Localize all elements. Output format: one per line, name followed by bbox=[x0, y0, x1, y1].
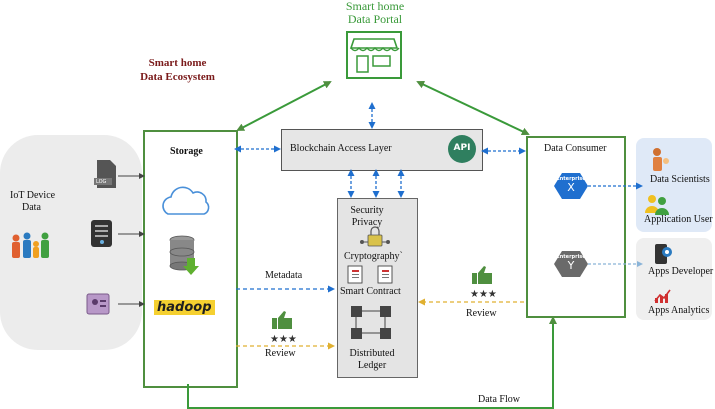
hadoop-logo: hadoop bbox=[154, 300, 215, 315]
data-consumer-box bbox=[526, 136, 626, 318]
review-right-label: Review bbox=[466, 308, 497, 319]
cryptography-icon bbox=[360, 226, 390, 247]
cloud-icon bbox=[162, 186, 210, 215]
security-line1: Security bbox=[350, 205, 384, 216]
api-icon bbox=[448, 135, 476, 163]
security-title: Security Privacy bbox=[337, 205, 397, 229]
family-icon bbox=[12, 232, 49, 258]
ecosystem-title-line2: Data Ecosystem bbox=[140, 71, 215, 83]
cryptography-label: Cryptography` bbox=[344, 251, 403, 262]
ecosystem-title: Smart home Data Ecosystem bbox=[120, 56, 235, 84]
ledger-line1: Distributed bbox=[349, 348, 395, 359]
enterprise-x-icon bbox=[554, 173, 588, 199]
application-user-label: Application User bbox=[644, 214, 713, 225]
thumbs-up-icon: ★★★ bbox=[470, 266, 497, 300]
enterprise-y-icon bbox=[554, 251, 588, 277]
portal-storage-link bbox=[236, 81, 332, 131]
consumer-title: Data Consumer bbox=[544, 143, 607, 154]
storage-box bbox=[143, 130, 238, 388]
iot-title: IoT Device Data bbox=[10, 190, 55, 214]
data-flow-label: Data Flow bbox=[478, 394, 520, 405]
smart-contract-label: Smart Contract bbox=[340, 286, 401, 297]
enterprise-x-letter: X bbox=[567, 181, 575, 194]
enterprise-x-label: Enterprise X bbox=[554, 176, 588, 194]
enterprise-y-label: Enterprise Y bbox=[554, 254, 588, 272]
apps-developer-icon bbox=[655, 244, 672, 264]
iot-title-line1: IoT Device bbox=[10, 190, 56, 201]
enterprise-x-text: Enterprise bbox=[556, 176, 586, 182]
data-scientists-label: Data Scientists bbox=[650, 174, 710, 185]
apps-developer-label: Apps Developer bbox=[648, 266, 714, 277]
sensor-device-icon bbox=[91, 220, 112, 247]
security-line2: Privacy bbox=[351, 217, 383, 228]
portal-title-line1: Smart home bbox=[345, 0, 405, 13]
iot-title-line2: Data bbox=[22, 202, 41, 213]
data-flow-link bbox=[187, 316, 557, 409]
storage-title: Storage bbox=[170, 146, 203, 157]
application-user-icon bbox=[645, 195, 669, 215]
consumer-top-panel bbox=[636, 138, 712, 232]
enterprise-y-letter: Y bbox=[567, 259, 575, 272]
ecosystem-title-line1: Smart home bbox=[148, 57, 207, 69]
user-profile-icon bbox=[86, 293, 110, 315]
review-left-label: Review bbox=[265, 348, 296, 359]
portal-title: Smart home Data Portal bbox=[330, 0, 420, 26]
apps-analytics-icon bbox=[654, 289, 671, 303]
api-label: API bbox=[453, 143, 471, 153]
database-icon bbox=[169, 235, 199, 275]
blockchain-title: Blockchain Access Layer bbox=[290, 143, 392, 154]
log-label: LOG bbox=[96, 179, 107, 185]
thumbs-up-icon: ★★★ bbox=[270, 311, 297, 345]
consumer-bottom-panel bbox=[636, 238, 712, 320]
svg-text:★★★: ★★★ bbox=[470, 289, 497, 300]
distributed-ledger-icon bbox=[351, 306, 391, 339]
portal-consumer-link bbox=[416, 80, 530, 136]
smart-contract-icon bbox=[347, 265, 393, 284]
store-icon bbox=[346, 31, 402, 79]
distributed-ledger-label: Distributed Ledger bbox=[340, 348, 404, 372]
ledger-line2: Ledger bbox=[357, 360, 387, 371]
svg-text:★★★: ★★★ bbox=[270, 334, 297, 345]
portal-title-line2: Data Portal bbox=[347, 12, 403, 26]
data-scientist-icon bbox=[653, 148, 669, 171]
apps-analytics-label: Apps Analytics bbox=[648, 305, 710, 316]
log-file-icon bbox=[94, 160, 116, 188]
enterprise-y-text: Enterprise bbox=[556, 254, 586, 260]
metadata-label: Metadata bbox=[265, 270, 303, 281]
